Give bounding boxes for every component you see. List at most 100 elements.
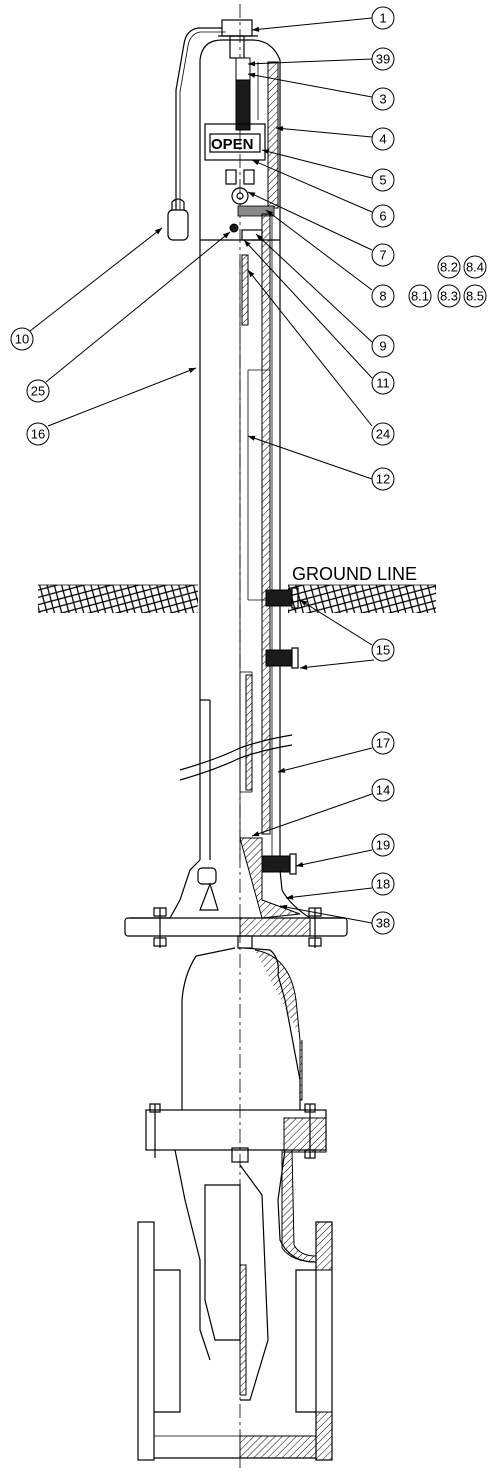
callout-circle bbox=[10, 327, 34, 351]
leader-line bbox=[299, 659, 375, 669]
callout-label: 18 bbox=[376, 877, 390, 892]
leader-line bbox=[247, 269, 373, 427]
leader-arrowhead bbox=[300, 664, 308, 670]
callout-label: 19 bbox=[376, 838, 390, 853]
leader-arrowhead bbox=[252, 831, 260, 837]
leader-line bbox=[247, 191, 373, 251]
callout-8: 8 bbox=[265, 209, 395, 308]
leader-arrowhead bbox=[286, 894, 294, 900]
pin bbox=[231, 187, 249, 205]
leader-arrowhead bbox=[278, 767, 286, 773]
callout-label: 17 bbox=[376, 736, 390, 751]
callout-14: 14 bbox=[251, 778, 395, 837]
operating-nut bbox=[218, 19, 258, 59]
callout-label: 25 bbox=[31, 384, 45, 399]
leader-line bbox=[45, 231, 231, 383]
bolts-15 bbox=[265, 587, 299, 669]
callout-label: 3 bbox=[379, 92, 386, 107]
leader-arrowhead bbox=[276, 126, 284, 132]
callout-circle bbox=[371, 872, 395, 896]
leader-line bbox=[285, 887, 373, 899]
leader-arrowhead bbox=[256, 234, 263, 241]
callout-label: 16 bbox=[31, 427, 45, 442]
callout-1: 1 bbox=[251, 6, 395, 32]
callout-circle bbox=[371, 334, 395, 358]
callout-circle bbox=[371, 778, 395, 802]
callout-label: 9 bbox=[379, 339, 386, 354]
callout-circle bbox=[371, 467, 395, 491]
leader-line bbox=[255, 233, 373, 343]
leader-arrowhead bbox=[188, 368, 196, 373]
callout-label: 7 bbox=[379, 248, 386, 263]
leader-line bbox=[265, 209, 373, 291]
upper-column bbox=[199, 213, 281, 870]
callout-85: 8.5 bbox=[463, 284, 487, 308]
callout-label: 39 bbox=[376, 52, 390, 67]
callout-11: 11 bbox=[243, 239, 395, 395]
leader-arrowhead bbox=[248, 192, 256, 198]
leader-arrowhead bbox=[296, 862, 304, 868]
leader-line bbox=[251, 159, 373, 213]
leader-line bbox=[295, 849, 373, 867]
callout-84: 8.4 bbox=[463, 255, 487, 279]
leader-line bbox=[243, 239, 373, 379]
callout-label: 8.3 bbox=[440, 289, 458, 304]
callout-circle bbox=[371, 833, 395, 857]
callout-circle bbox=[371, 127, 395, 151]
callout-15: 15 bbox=[299, 599, 395, 670]
leader-line bbox=[47, 367, 197, 427]
callout-circle bbox=[371, 638, 395, 662]
callout-label: 5 bbox=[379, 173, 386, 188]
callout-label: 14 bbox=[376, 783, 390, 798]
callout-circle bbox=[26, 379, 50, 403]
callout-circle bbox=[26, 422, 50, 446]
open-indicator: OPEN bbox=[204, 123, 266, 161]
callout-circle bbox=[371, 422, 395, 446]
callout-label: 12 bbox=[376, 472, 390, 487]
leader-arrowhead bbox=[252, 160, 260, 166]
leader-line bbox=[29, 227, 163, 332]
leader-arrowhead bbox=[248, 61, 256, 67]
callout-circle bbox=[371, 168, 395, 192]
callout-17: 17 bbox=[277, 731, 395, 773]
leader-arrowhead bbox=[266, 210, 274, 217]
callout-circle bbox=[371, 47, 395, 71]
callout-6: 6 bbox=[251, 159, 395, 228]
callout-circle bbox=[371, 6, 395, 30]
callout-label: 24 bbox=[376, 427, 390, 442]
ground-section: GROUND LINE bbox=[38, 564, 436, 613]
callout-label: 1 bbox=[379, 11, 386, 26]
callout-circle bbox=[463, 255, 487, 279]
leader-line bbox=[247, 58, 373, 65]
callout-label: 4 bbox=[379, 132, 386, 147]
leader-arrowhead bbox=[280, 904, 288, 910]
leader-line bbox=[299, 599, 373, 646]
callout-3: 3 bbox=[247, 72, 395, 111]
callout-circle bbox=[371, 731, 395, 755]
callout-label: 8.1 bbox=[411, 289, 429, 304]
callout-circle bbox=[437, 255, 461, 279]
callout-circle bbox=[371, 87, 395, 111]
leader-arrowhead bbox=[300, 600, 308, 606]
leader-line bbox=[247, 435, 373, 480]
callout-38: 38 bbox=[279, 904, 395, 935]
callout-24: 24 bbox=[247, 269, 395, 446]
callout-label: 10 bbox=[15, 332, 29, 347]
leader-line bbox=[251, 17, 373, 31]
callout-circle bbox=[371, 371, 395, 395]
callout-circle bbox=[408, 284, 432, 308]
leader-line bbox=[251, 793, 373, 837]
callout-12: 12 bbox=[247, 435, 395, 491]
callout-label: 8.4 bbox=[466, 260, 484, 275]
gate-valve-body bbox=[137, 947, 333, 1461]
leader-arrowhead bbox=[248, 270, 255, 278]
callout-label: 8.5 bbox=[466, 289, 484, 304]
leader-arrowhead bbox=[248, 72, 256, 78]
break-lines bbox=[179, 734, 293, 781]
callout-25: 25 bbox=[26, 231, 231, 403]
leader-line bbox=[275, 127, 373, 138]
indicator-screw bbox=[235, 79, 251, 131]
leader-arrowhead bbox=[248, 435, 256, 441]
